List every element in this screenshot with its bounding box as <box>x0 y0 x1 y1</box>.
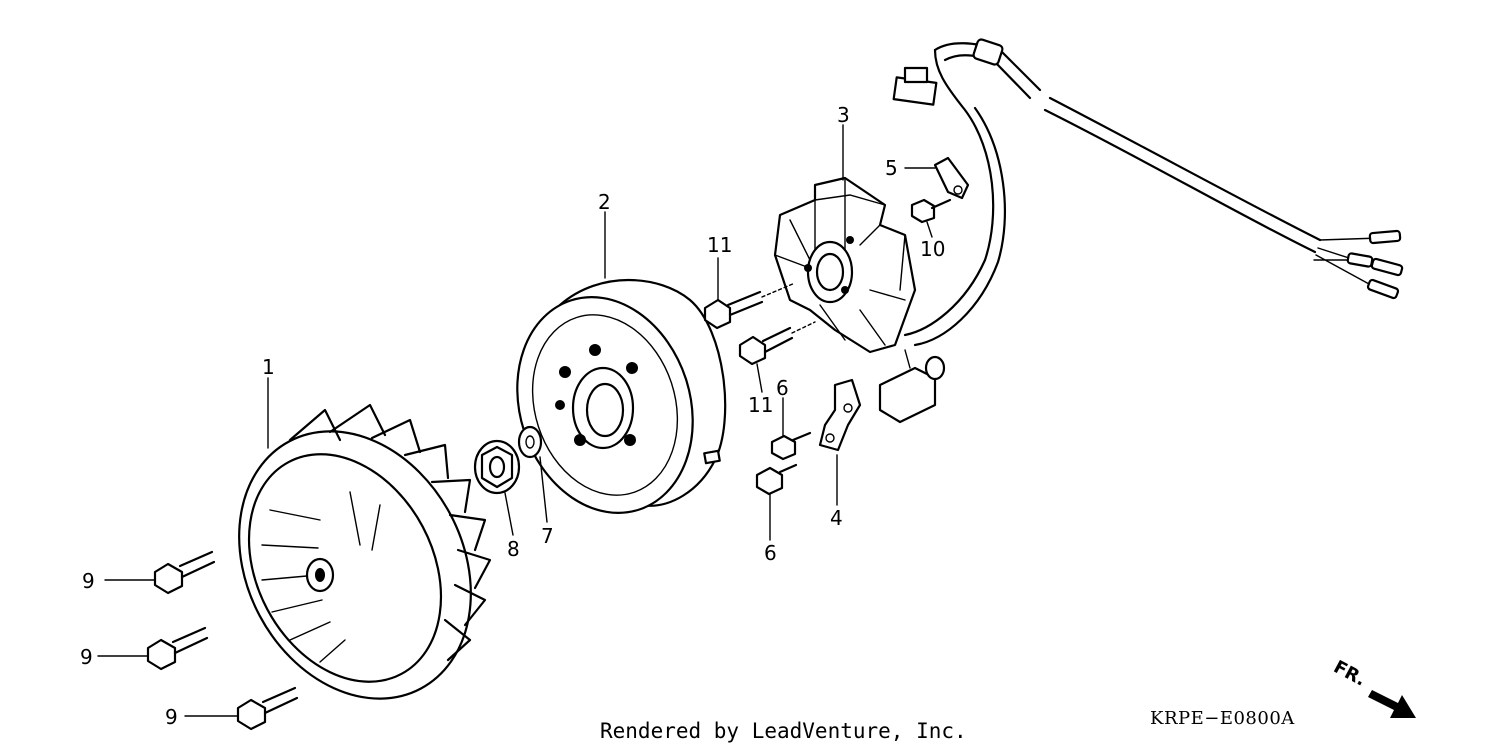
callout-9-a: 9 <box>82 569 95 593</box>
callout-8: 8 <box>507 537 520 561</box>
callout-1: 1 <box>262 355 275 379</box>
bolt-9-c <box>236 686 299 731</box>
callout-6-upper: 6 <box>776 376 789 400</box>
drawing-code: KRPE−E0800A <box>1150 708 1295 729</box>
flange-nut <box>473 439 521 495</box>
callout-4: 4 <box>830 506 843 530</box>
callout-11-lower: 11 <box>748 393 773 417</box>
callout-11-upper: 11 <box>707 233 732 257</box>
arrow-right-down-icon <box>1368 690 1416 718</box>
wire-harness <box>892 38 1404 347</box>
front-direction-arrow: FR. <box>1330 656 1416 718</box>
bolt-6-lower <box>755 463 798 496</box>
callout-2: 2 <box>598 190 611 214</box>
flywheel <box>516 279 727 514</box>
callout-7: 7 <box>541 524 554 548</box>
wire-clamp-upper <box>933 156 970 200</box>
bolt-9-a <box>153 550 216 595</box>
bolt-6-upper <box>770 431 812 461</box>
front-label: FR. <box>1330 656 1369 690</box>
cooling-fan <box>238 403 492 700</box>
washer <box>517 425 543 459</box>
stator <box>773 176 917 354</box>
pulse-generator <box>878 349 946 424</box>
callout-9-b: 9 <box>80 645 93 669</box>
bracket <box>818 378 862 452</box>
leader-lines <box>97 124 936 717</box>
bolt-9-b <box>146 626 209 671</box>
callout-9-c: 9 <box>165 705 178 729</box>
callout-5: 5 <box>885 156 898 180</box>
bolt-11-lower <box>738 321 816 366</box>
bolt-10 <box>910 198 952 224</box>
callout-3: 3 <box>837 103 850 127</box>
callout-6-lower: 6 <box>764 541 777 565</box>
credit-text: Rendered by LeadVenture, Inc. <box>600 719 967 743</box>
callout-10: 10 <box>920 237 945 261</box>
